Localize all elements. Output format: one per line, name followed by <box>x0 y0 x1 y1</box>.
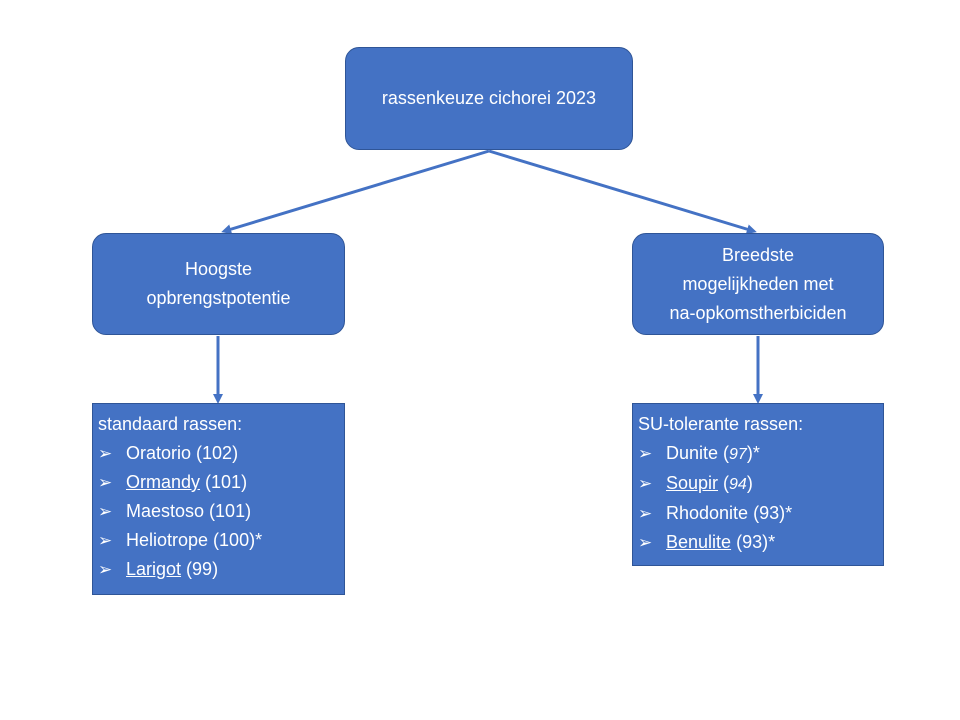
variety-name: Dunite <box>666 443 719 463</box>
arrowhead-bullet-icon: ➢ <box>98 560 113 579</box>
variety-text: Larigot (99) <box>126 559 219 579</box>
variety-name: Rhodonite <box>666 503 749 523</box>
variety-item: ➢ Rhodonite (93)* <box>638 499 883 528</box>
variety-text: Oratorio (102) <box>126 443 239 463</box>
branch-label-line: na-opkomstherbiciden <box>669 302 847 323</box>
branch-node-yield: Hoogste opbrengstpotentie <box>92 233 345 335</box>
root-node: rassenkeuze cichorei 2023 <box>345 47 633 150</box>
variety-items: ➢ Dunite (97)* ➢ Soupir (94) ➢ Rhodonite (93)… <box>638 439 883 557</box>
arrowhead-bullet-icon: ➢ <box>98 502 113 521</box>
variety-item: ➢ Heliotrope (100)* <box>98 526 344 555</box>
variety-name: Heliotrope <box>126 530 209 550</box>
variety-name: Maestoso <box>126 501 205 521</box>
arrowhead-bullet-icon: ➢ <box>98 531 113 550</box>
arrowhead-bullet-icon: ➢ <box>638 533 653 552</box>
variety-items: ➢ Oratorio (102) ➢ Ormandy (101) ➢ Maestoso (… <box>98 439 344 584</box>
variety-score: 93 <box>742 532 763 552</box>
variety-text: Maestoso (101) <box>126 501 252 521</box>
variety-name: Larigot <box>126 559 182 579</box>
root-label: rassenkeuze cichorei 2023 <box>381 88 597 108</box>
arrowhead-bullet-icon: ➢ <box>638 504 653 523</box>
branch-label-line: opbrengstpotentie <box>146 288 291 308</box>
variety-text: Rhodonite (93)* <box>666 503 793 523</box>
variety-name: Ormandy <box>126 472 201 492</box>
variety-score: 101 <box>215 501 246 521</box>
arrow-root-to-left <box>221 149 490 235</box>
arrow-root-to-right <box>488 149 757 235</box>
arrowhead-bullet-icon: ➢ <box>638 474 653 493</box>
variety-score: 97 <box>729 446 747 463</box>
variety-item: ➢ Maestoso (101) <box>98 497 344 526</box>
variety-score: 102 <box>202 443 233 463</box>
variety-name: Oratorio <box>126 443 192 463</box>
variety-score: 101 <box>211 472 242 492</box>
variety-item: ➢ Dunite (97)* <box>638 439 883 469</box>
variety-name: Benulite <box>666 532 732 552</box>
branch-label-line: Hoogste <box>184 259 253 279</box>
arrowhead-bullet-icon: ➢ <box>98 473 113 492</box>
list-title: SU-tolerante rassen: <box>638 414 804 434</box>
branch-node-herbicides: Breedste mogelijkheden met na-opkomsther… <box>632 233 884 335</box>
variety-score: 100 <box>219 530 250 550</box>
arrowhead-bullet-icon: ➢ <box>638 444 653 463</box>
variety-item: ➢ Soupir (94) <box>638 469 883 499</box>
variety-text: Dunite (97)* <box>666 443 760 463</box>
variety-score: 99 <box>192 559 213 579</box>
variety-item: ➢ Oratorio (102) <box>98 439 344 468</box>
variety-item: ➢ Benulite (93)* <box>638 528 883 557</box>
variety-item: ➢ Larigot (99) <box>98 555 344 584</box>
branch-label-line: mogelijkheden met <box>682 273 834 294</box>
list-title: standaard rassen: <box>98 414 243 434</box>
variety-text: Benulite (93)* <box>666 532 776 552</box>
variety-item: ➢ Ormandy (101) <box>98 468 344 497</box>
variety-score: 94 <box>729 476 747 493</box>
variety-list-standard: standaard rassen: ➢ Oratorio (102) ➢ Ormand… <box>92 403 345 595</box>
variety-text: Heliotrope (100)* <box>126 530 263 550</box>
arrowhead-bullet-icon: ➢ <box>98 444 113 463</box>
variety-name: Soupir <box>666 473 719 493</box>
variety-text: Ormandy (101) <box>126 472 248 492</box>
branch-label-line: Breedste <box>721 244 795 265</box>
variety-text: Soupir (94) <box>666 473 753 493</box>
variety-score: 93 <box>759 503 780 523</box>
variety-list-su-tolerant: SU-tolerante rassen: ➢ Dunite (97)* ➢ Soupi… <box>632 403 884 566</box>
